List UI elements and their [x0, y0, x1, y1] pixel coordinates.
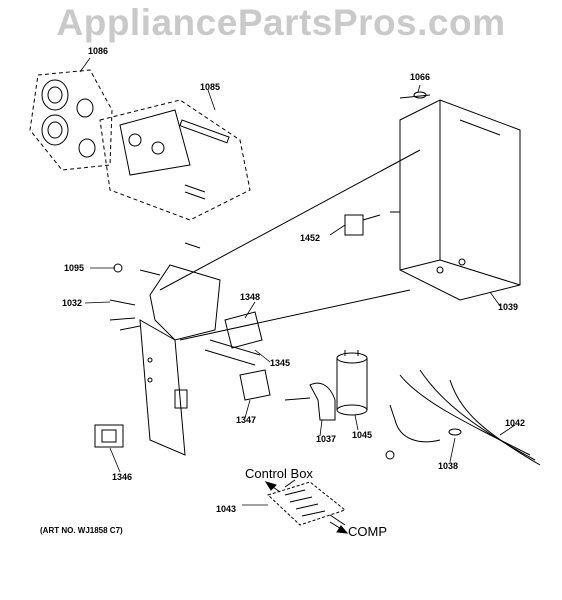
- art-number: (ART NO. WJ1858 C7): [40, 526, 123, 535]
- wiring-label-card-1043: [267, 479, 347, 526]
- part-label-1347: 1347: [236, 415, 257, 425]
- part-label-1039: 1039: [498, 302, 519, 312]
- part-label-1045: 1045: [352, 430, 373, 440]
- part-label-1042: 1042: [505, 418, 526, 428]
- leader-lines: [79, 57, 516, 506]
- part-label-1066: 1066: [410, 72, 431, 82]
- control-bracket: [139, 264, 221, 456]
- strap-1037: [284, 382, 336, 421]
- knob-group: [29, 69, 113, 171]
- part-label-1095: 1095: [64, 263, 85, 273]
- rocker-switch-1346: [94, 424, 124, 448]
- part-label-1032: 1032: [62, 298, 83, 308]
- thermostat-1348: [204, 311, 263, 366]
- control-box-housing: [399, 99, 521, 301]
- part-label-1043: 1043: [216, 504, 237, 514]
- part-label-1038: 1038: [438, 461, 459, 471]
- screw-1066: [399, 91, 431, 99]
- part-label-1348: 1348: [240, 292, 261, 302]
- part-label-1345: 1345: [270, 358, 291, 368]
- capacitor-1045: [336, 350, 368, 416]
- control-box-callout: Control Box: [245, 466, 313, 481]
- comp-callout: COMP: [348, 524, 387, 539]
- part-label-1037: 1037: [316, 434, 337, 444]
- watermark: AppliancePartsPros.com: [56, 2, 506, 43]
- part-label-1452: 1452: [300, 233, 321, 243]
- bracket-screws: [109, 242, 201, 331]
- control-panel-group: [99, 99, 251, 221]
- switch-1347: [239, 369, 271, 401]
- part-label-1085: 1085: [200, 82, 221, 92]
- part-label-1346: 1346: [112, 472, 133, 482]
- relay-1452: [344, 211, 400, 236]
- part-label-1086: 1086: [88, 46, 109, 56]
- callout-arrows: [264, 481, 349, 534]
- wire-harness-1042: [385, 369, 541, 466]
